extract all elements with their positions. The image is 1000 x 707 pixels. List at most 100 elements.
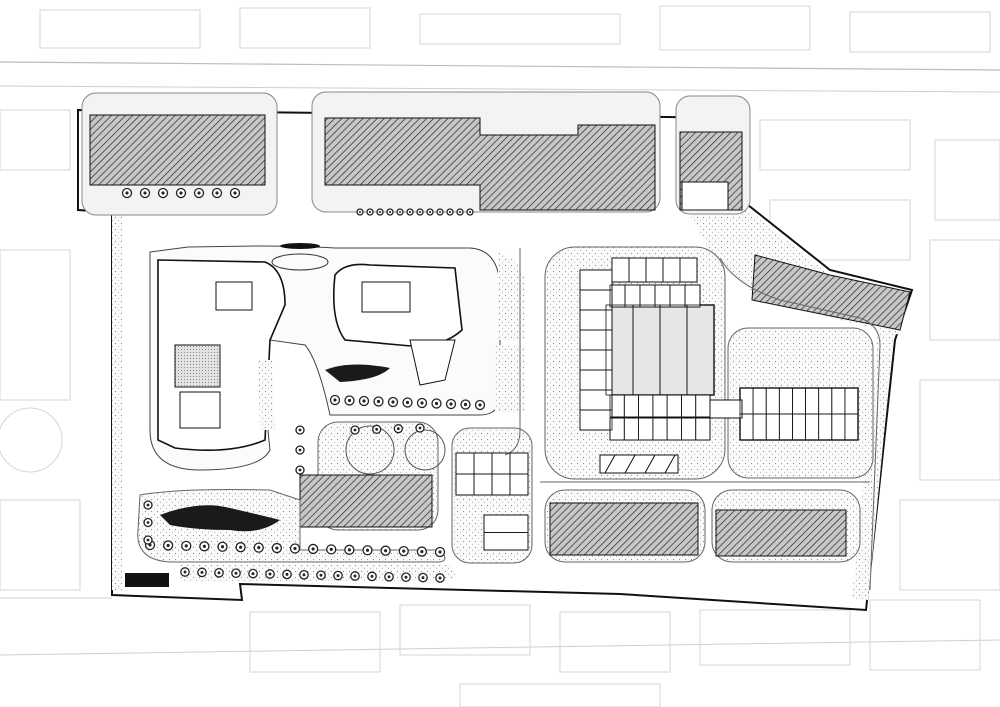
rockery-feature [160, 505, 280, 532]
room-cell-icon [695, 417, 711, 441]
tree-trunk-dot [239, 545, 243, 549]
tree-trunk-dot [449, 402, 453, 406]
stage [179, 391, 221, 429]
tree-trunk-dot [402, 549, 406, 553]
tree-trunk-dot [418, 426, 422, 430]
building-south-east [715, 509, 847, 557]
context-road [0, 85, 1000, 93]
context-block [39, 9, 201, 49]
tree-trunk-dot [478, 403, 482, 407]
tree-trunk-dot [438, 210, 442, 214]
building-east-annex [751, 254, 911, 331]
tree-trunk-dot [161, 191, 165, 195]
tree-trunk-dot [298, 468, 302, 472]
bike-shelter-frame [599, 454, 679, 474]
tree-trunk-dot [146, 521, 150, 524]
tree-trunk-dot [376, 399, 381, 404]
room-cell-icon [483, 532, 529, 551]
tree-layer [121, 187, 486, 583]
corridor-south [609, 417, 711, 441]
context-block [249, 611, 381, 673]
tree-trunk-dot [347, 548, 351, 552]
classroom-row-south [609, 394, 711, 418]
west-complex [149, 243, 525, 471]
tree-trunk-dot [319, 573, 323, 577]
tree-trunk-dot [408, 210, 412, 214]
tree-trunk-dot [388, 210, 392, 214]
oval-skylight [271, 253, 329, 271]
bike-shelter [599, 454, 679, 474]
tree-trunk-dot [220, 545, 225, 549]
tree-trunk-dot [298, 428, 302, 432]
pavilion-core [361, 281, 411, 313]
tree-trunk-dot [396, 427, 400, 431]
tree-trunk-dot [125, 191, 129, 195]
tree-trunk-dot [420, 549, 424, 554]
room-cell-icon [686, 304, 715, 396]
tree-trunk-dot [298, 448, 302, 452]
room-cell-icon [844, 413, 859, 441]
lawn-circle [404, 429, 446, 471]
room-cell-icon [679, 257, 698, 283]
walkway [504, 248, 521, 456]
core-stairs [215, 281, 253, 311]
internal-paths [504, 248, 881, 591]
context-block [559, 611, 671, 673]
tree-trunk-dot [365, 548, 370, 552]
tree-trunk-dot [347, 398, 352, 403]
tree-trunk-dot [375, 427, 379, 431]
context-block [0, 499, 81, 591]
context-layer [0, 5, 1000, 707]
tree-trunk-dot [358, 210, 362, 214]
tree-trunk-dot [200, 570, 204, 574]
tree-trunk-dot [336, 574, 340, 578]
tree-trunk-dot [215, 191, 219, 195]
tree-trunk-dot [398, 210, 402, 214]
walkway [719, 257, 881, 591]
context-block [919, 379, 1000, 481]
foyer-wedge [409, 339, 456, 386]
context-block [849, 11, 991, 53]
tree-trunk-dot [234, 571, 238, 575]
auditorium-seating [174, 344, 221, 388]
context-block [869, 599, 981, 671]
tree-trunk-dot [285, 572, 289, 576]
substation-block [125, 573, 169, 587]
context-block [399, 604, 531, 656]
tree-trunk-dot [418, 210, 422, 214]
north-east-court [681, 181, 729, 211]
tree-trunk-dot [146, 538, 150, 542]
tree-trunk-dot [329, 547, 333, 551]
oval-canopy [280, 243, 320, 249]
bike-shelter-hatch [604, 454, 676, 474]
room-cell-icon [579, 409, 613, 431]
tree-trunk-dot [217, 571, 221, 575]
tree-trunk-dot [143, 191, 147, 195]
tree-trunk-dot [333, 398, 337, 402]
west-planting-strip [112, 215, 122, 590]
tree-trunk-dot [353, 428, 357, 432]
north-building-row [81, 91, 911, 331]
context-block [0, 109, 71, 171]
context-roundabout [0, 407, 63, 473]
building-garden-block [299, 474, 433, 528]
tree-trunk-dot [179, 191, 183, 195]
east-lawn-stipple [498, 252, 525, 340]
tree-trunk-dot [463, 402, 468, 407]
tree-trunk-dot [378, 210, 382, 214]
tree-trunk-dot [202, 544, 206, 548]
building-south-west [549, 502, 699, 556]
plaza-stipple [258, 360, 275, 430]
connector-corridor [709, 399, 743, 419]
tree-trunk-dot [293, 546, 297, 551]
context-block [419, 13, 621, 45]
tree-trunk-dot [251, 572, 255, 576]
context-block [0, 249, 71, 401]
tree-trunk-dot [302, 573, 306, 577]
tree-trunk-dot [183, 570, 187, 574]
classroom-row-top [611, 257, 698, 283]
context-road [0, 61, 1000, 71]
tree-trunk-dot [434, 401, 439, 406]
tree-trunk-dot [421, 576, 425, 580]
